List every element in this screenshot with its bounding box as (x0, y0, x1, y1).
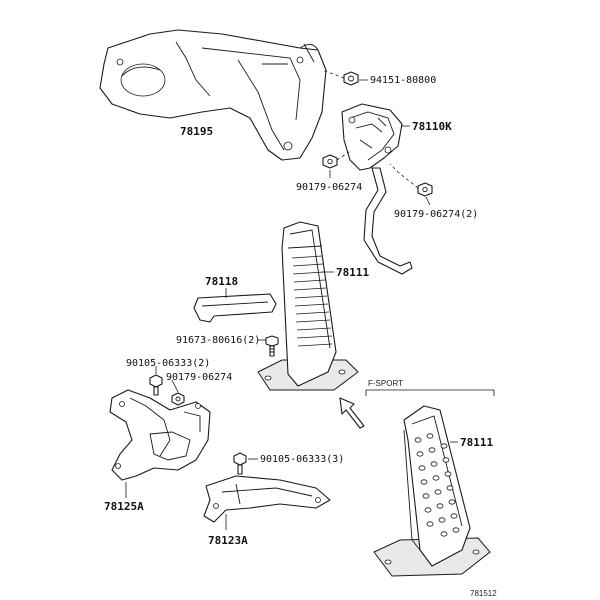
label-90179-06274-a: 90179-06274 (296, 182, 362, 193)
bolt-91673-80616[interactable] (265, 335, 279, 357)
nut-90179-06274-b[interactable] (389, 163, 433, 197)
label-90105-06333-3: 90105-06333(3) (260, 454, 344, 465)
bolt-94151-80800[interactable] (321, 69, 359, 86)
diagram-id: 781512 (470, 589, 497, 598)
nut-90179-06274-a[interactable] (322, 149, 353, 169)
label-fsport: F-SPORT (368, 379, 403, 388)
pedal-pad-78111-top[interactable] (257, 221, 359, 391)
pedal-pad-78111-fsport[interactable] (373, 405, 491, 577)
label-78111-bottom: 78111 (460, 436, 493, 449)
label-78111-top: 78111 (336, 266, 369, 279)
bracket-78125a[interactable] (109, 389, 211, 481)
bolt-90105-06333-a[interactable] (149, 374, 163, 396)
pedal-holes-fsport (414, 433, 460, 537)
leader-90179-b (425, 196, 431, 206)
bracket-78195[interactable] (99, 29, 327, 161)
nut-90179-06274-c[interactable] (171, 392, 185, 406)
label-90179-06274-2: 90179-06274(2) (394, 209, 478, 220)
bolt-90105-06333-b[interactable] (233, 452, 247, 475)
bracket-78123a[interactable] (203, 475, 331, 523)
label-94151-80800: 94151-80800 (370, 75, 436, 86)
label-78195: 78195 (180, 125, 213, 138)
pedal-ribs-top (291, 255, 333, 347)
label-91673-80616-2: 91673-80616(2) (176, 335, 260, 346)
leader-90179-c (171, 379, 179, 393)
pedal-assembly-78110k[interactable] (341, 103, 413, 275)
label-78125a: 78125A (104, 500, 144, 513)
label-78123a: 78123A (208, 534, 248, 547)
cover-78118[interactable] (193, 293, 277, 323)
label-78118: 78118 (205, 275, 238, 288)
arrow-indicator (339, 397, 365, 429)
label-90179-06274-c: 90179-06274 (166, 372, 232, 383)
label-90105-06333-2: 90105-06333(2) (126, 358, 210, 369)
label-78110k: 78110K (412, 120, 452, 133)
fsport-bracket-line (365, 389, 495, 396)
